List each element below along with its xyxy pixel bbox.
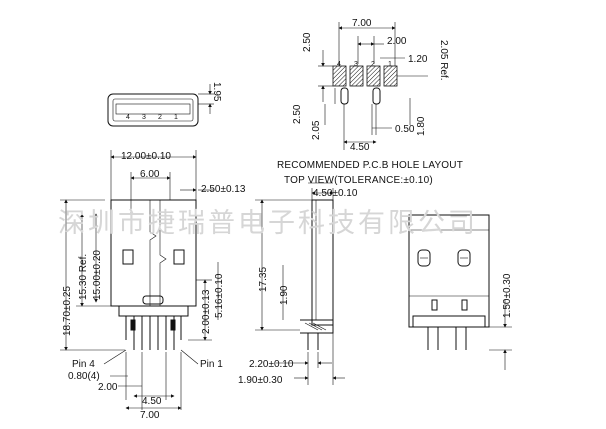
- pin4-label: Pin 4: [72, 359, 95, 370]
- pin-number-2: 2: [158, 114, 162, 121]
- dim-2-05: 2.05: [311, 120, 322, 140]
- front-view: 12.00±0.10 6.00 2.50±0.13 18.70±0.25 15: [60, 150, 246, 421]
- dim-1-95: 1.95: [211, 82, 222, 102]
- dim-12-00: 12.00±0.10: [121, 151, 171, 162]
- dim-1-90-030: 1.90±0.30: [238, 375, 283, 386]
- dim-5-16: 5.16±0.10: [214, 273, 225, 318]
- dim-4-50-010: 4.50±0.10: [313, 188, 358, 199]
- pad-number-4: 4: [337, 61, 341, 68]
- dim-2-05-ref: 2.05 Ref.: [438, 40, 449, 81]
- view-title: TOP VIEW(TOLERANCE:±0.10): [284, 175, 433, 186]
- pad-number-2: 2: [371, 61, 375, 68]
- layout-title: RECOMMENDED P.C.B HOLE LAYOUT: [277, 160, 463, 171]
- pad-number-1: 1: [388, 61, 392, 68]
- dim-4-50-top: 4.50: [350, 142, 370, 153]
- dim-1-50: 1.50±0.30: [502, 273, 513, 318]
- dim-7-00-bot: 7.00: [140, 410, 160, 421]
- dim-2-50-top: 2.50: [302, 32, 313, 52]
- pad-number-3: 3: [354, 61, 358, 68]
- dim-1-90: 1.90: [279, 285, 290, 305]
- dim-1-20: 1.20: [408, 54, 428, 65]
- dim-2-50-mid: 2.50: [292, 104, 303, 124]
- pin1-label: Pin 1: [200, 359, 223, 370]
- rear-view: 1.50±0.30: [408, 214, 513, 370]
- dim-2-00-013: 2.00±0.13: [201, 289, 212, 334]
- dim-4-50-bot: 4.50: [142, 396, 162, 407]
- dim-2-00-bot: 2.00: [98, 382, 118, 393]
- dim-15-30: 15.30 Ref.: [78, 254, 89, 300]
- dim-6-00: 6.00: [140, 169, 160, 180]
- dim-17-35: 17.35: [258, 267, 269, 292]
- dim-2-20: 2.20±0.10: [249, 359, 294, 370]
- pin-number-4: 4: [126, 114, 130, 121]
- dim-2-00: 2.00: [387, 36, 407, 47]
- dim-15-00: 15.00±0.20: [92, 250, 103, 300]
- dim-0-50: 0.50: [395, 124, 415, 135]
- dim-1-80: 1.80: [416, 116, 427, 136]
- dim-7-00-top: 7.00: [352, 18, 372, 29]
- pcb-layout-view: 7.00 2.00 1.20 2.50 4 3 2 1 2.05 Ref. 4.…: [292, 18, 449, 153]
- front-opening-view: 1.95 4 3 2 1: [107, 82, 222, 127]
- dim-18-70: 18.70±0.25: [62, 286, 73, 336]
- side-view: 4.50±0.10 17.35 1.90 2.20±0.10 1.90±0.30: [238, 182, 358, 386]
- pin-number-3: 3: [142, 114, 146, 121]
- dim-0-80: 0.80(4): [68, 371, 100, 382]
- watermark-text: 深圳市捷瑞普电子科技有限公司: [58, 208, 478, 239]
- dim-2-50-013: 2.50±0.13: [201, 184, 246, 195]
- pin-number-1: 1: [174, 114, 178, 121]
